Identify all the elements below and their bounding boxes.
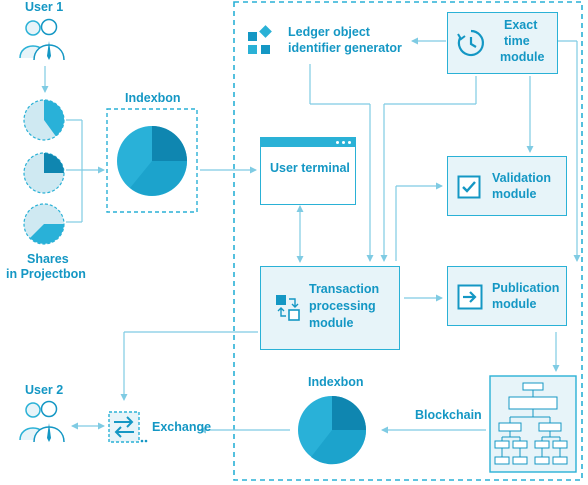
share-pie-3 (23, 203, 65, 245)
validation-box[interactable]: Validation module (447, 156, 567, 216)
transaction-label-line1: Transaction (309, 282, 380, 296)
exact-time-label-line1: Exact (504, 18, 538, 32)
publish-arrow-icon (457, 284, 483, 310)
user2-label: User 2 (25, 383, 64, 397)
publication-label-line1: Publication (492, 281, 560, 295)
ledger-label-line2: identifier generator (288, 41, 402, 55)
exchange-arrows-icon (108, 411, 148, 443)
puzzle-blocks-icon (248, 25, 272, 54)
user1-label: User 1 (25, 0, 64, 14)
process-flow-icon (276, 295, 300, 321)
indexbon-top-frame (106, 108, 198, 213)
publication-box[interactable]: Publication module (447, 266, 567, 326)
transaction-box[interactable]: Transaction processing module (260, 266, 400, 350)
transaction-label-line3: module (309, 316, 354, 330)
system-boundary (233, 1, 583, 481)
indexbon-top-label: Indexbon (125, 91, 181, 105)
user-icon (19, 18, 65, 61)
exact-time-box[interactable]: Exact time module (447, 12, 558, 74)
shares-label-line2: in Projectbon (6, 267, 86, 281)
user-icon (19, 400, 65, 443)
exact-time-label-line2: time (504, 34, 530, 48)
indexbon-bottom-pie (298, 396, 367, 465)
checkbox-icon (457, 175, 481, 199)
clock-icon (457, 29, 484, 57)
user-terminal-box[interactable]: User terminal (260, 137, 356, 205)
publication-label-line2: module (492, 297, 537, 311)
indexbon-bottom-label: Indexbon (308, 375, 364, 389)
validation-label-line1: Validation (492, 171, 552, 185)
browser-window-icon (261, 138, 355, 147)
transaction-label-line2: processing (309, 299, 376, 313)
blockchain-label: Blockchain (415, 408, 482, 422)
user-terminal-label: User terminal (270, 161, 350, 175)
shares-label-line1: Shares (27, 252, 69, 266)
exact-time-label-line3: module (500, 50, 545, 64)
tree-document-icon (489, 375, 577, 473)
ledger-label-line1: Ledger object (288, 25, 370, 39)
share-pie-1 (23, 99, 65, 141)
exchange-label: Exchange (152, 420, 212, 434)
share-pie-2 (23, 152, 65, 194)
validation-label-line2: module (492, 187, 537, 201)
indexbon-top-pie (117, 126, 187, 196)
